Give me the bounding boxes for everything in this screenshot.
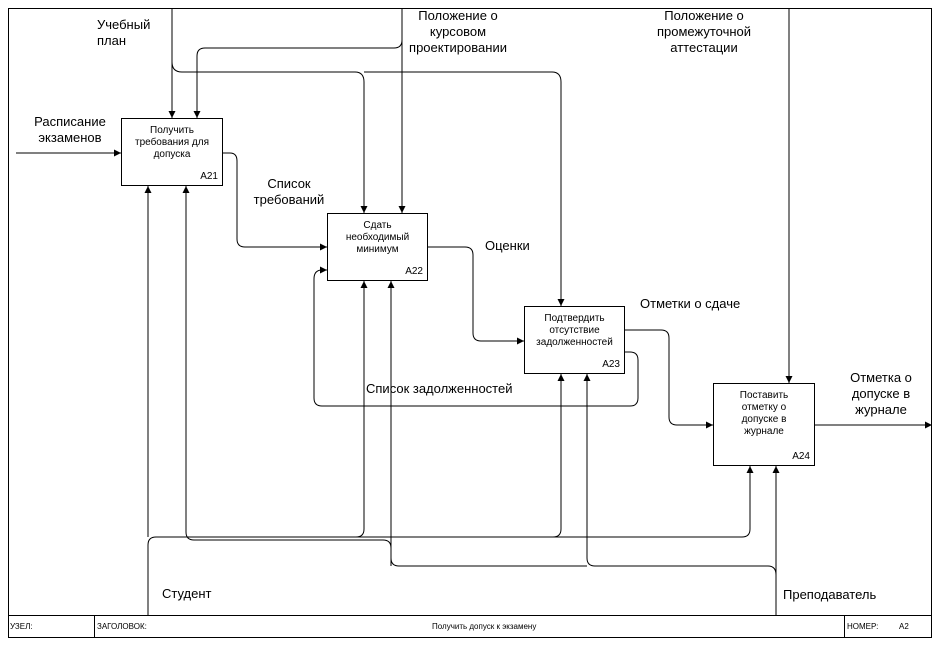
arrow-requirements-list [223, 152, 327, 251]
footer-title-label-cell: ЗАГОЛОВОК: [95, 616, 420, 638]
footer-title-value-cell: Получить допуск к экзамену [420, 616, 845, 638]
box-a22[interactable]: Сдать необходимый минимум A22 [327, 213, 428, 281]
footer-title-label: ЗАГОЛОВОК: [97, 622, 147, 631]
box-a21-label: Получить требования для допуска [134, 125, 210, 160]
arrow-student-a22 [355, 281, 368, 538]
box-a21[interactable]: Получить требования для допуска A21 [121, 118, 223, 186]
label-pass-marks: Отметки о сдаче [640, 296, 741, 311]
box-a24-node: A24 [792, 451, 810, 462]
arrow-control-a23 [364, 71, 565, 306]
diagram-frame [8, 8, 932, 638]
label-schedule: Расписание экзаменов [34, 114, 106, 145]
arrow-course-project-branch [193, 39, 403, 118]
arrow-student [147, 466, 754, 615]
arrow-teacher-a21 [182, 186, 392, 566]
box-a23-label: Подтвердить отсутствие задолженностей [536, 313, 613, 348]
label-grades: Оценки [485, 238, 530, 253]
footer-number-value: A2 [899, 622, 909, 631]
label-course-project: Положение о курсовом проектировании [409, 8, 507, 55]
arrow-control-a22 [171, 61, 368, 213]
arrow-debts-list [313, 266, 639, 407]
box-a23-node: A23 [602, 359, 620, 370]
title-block: УЗЕЛ: ЗАГОЛОВОК: Получить допуск к экзам… [8, 615, 932, 638]
arrow-teacher-bus [583, 374, 777, 576]
footer-number-label: НОМЕР: [847, 622, 879, 631]
box-a23[interactable]: Подтвердить отсутствие задолженностей A2… [524, 306, 625, 374]
footer-number-cell: НОМЕР: A2 [845, 616, 932, 638]
box-a24-label: Поставить отметку о допуске в журнале [739, 390, 789, 437]
box-a22-label: Сдать необходимый минимум [345, 220, 410, 255]
label-debts-list: Список задолженностей [366, 381, 513, 396]
footer-node-label: УЗЕЛ: [10, 622, 33, 631]
arrow-grades [428, 246, 524, 345]
footer-node-cell: УЗЕЛ: [8, 616, 95, 638]
label-interim-assessment: Положение о промежуточной аттестации [656, 8, 752, 55]
arrow-pass-marks [625, 329, 713, 429]
arrow-student-a23 [552, 374, 565, 538]
box-a21-node: A21 [200, 171, 218, 182]
footer-title-value: Получить допуск к экзамену [432, 622, 537, 631]
label-requirements-list: Список требований [253, 176, 325, 207]
box-a24[interactable]: Поставить отметку о допуске в журнале A2… [713, 383, 815, 466]
label-teacher: Преподаватель [783, 587, 877, 602]
label-student: Студент [162, 586, 212, 601]
box-a22-node: A22 [405, 266, 423, 277]
label-curriculum: Учебный план [97, 17, 151, 48]
label-admission-mark: Отметка о допуске в журнале [850, 370, 912, 417]
